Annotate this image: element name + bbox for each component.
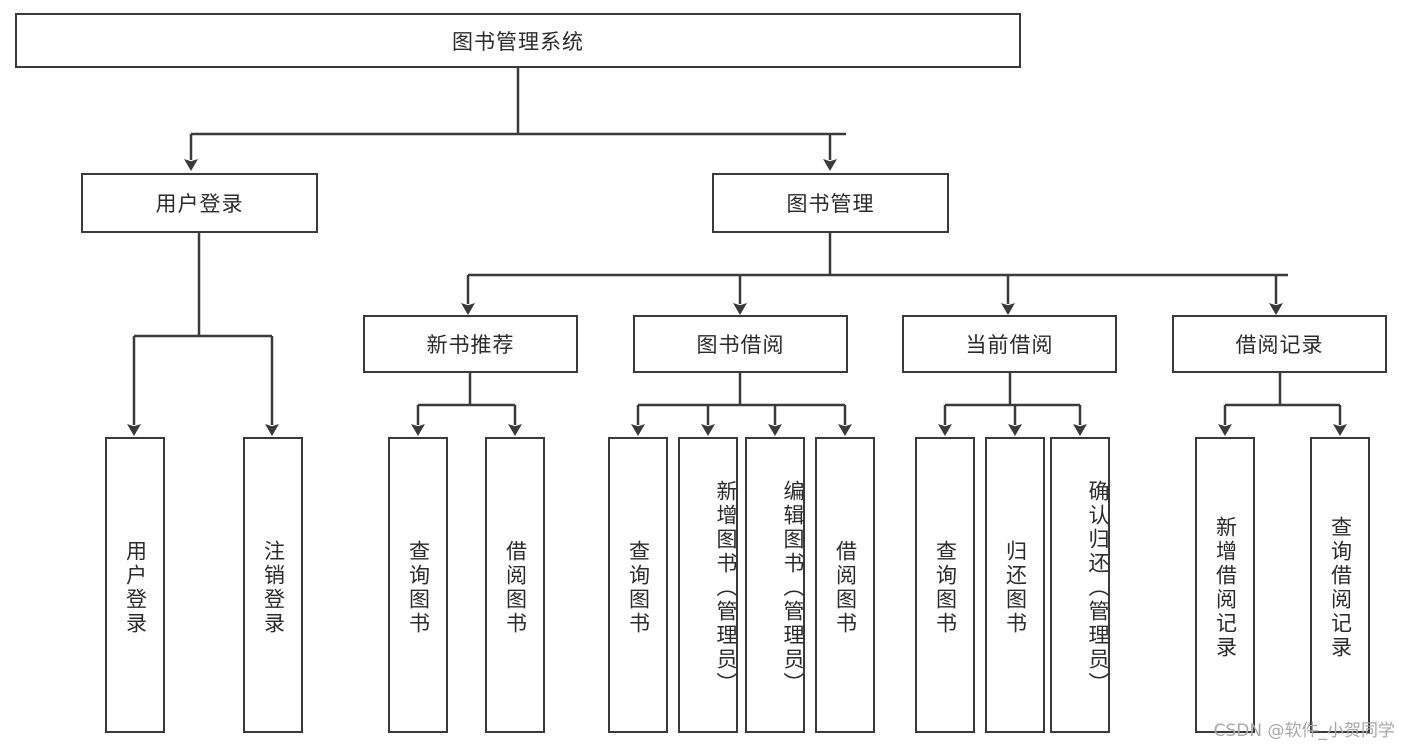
- node-new-book-rec[interactable]: 新书推荐: [363, 315, 578, 373]
- leaf-borrow-book-new[interactable]: 借阅图书: [485, 437, 545, 733]
- leaf-borrow-book[interactable]: 借阅图书: [815, 437, 875, 733]
- node-borrow-record[interactable]: 借阅记录: [1172, 315, 1387, 373]
- leaf-query-book-new[interactable]: 查询图书: [388, 437, 448, 733]
- leaf-user-logout[interactable]: 注销登录: [243, 437, 303, 733]
- leaf-query-book-current[interactable]: 查询图书: [915, 437, 975, 733]
- watermark: CSDN @软件_小贺同学: [1213, 721, 1395, 741]
- node-user-login[interactable]: 用户登录: [81, 173, 318, 233]
- leaf-user-login[interactable]: 用户登录: [105, 437, 165, 733]
- leaf-confirm-return[interactable]: 确认归还（管理员）: [1050, 437, 1110, 733]
- leaf-edit-book[interactable]: 编辑图书（管理员）: [745, 437, 805, 733]
- node-book-borrow[interactable]: 图书借阅: [633, 315, 848, 373]
- node-current-borrow[interactable]: 当前借阅: [902, 315, 1117, 373]
- leaf-add-record[interactable]: 新增借阅记录: [1195, 437, 1255, 733]
- leaf-query-book-borrow[interactable]: 查询图书: [608, 437, 668, 733]
- leaf-return-book[interactable]: 归还图书: [985, 437, 1045, 733]
- leaf-add-book[interactable]: 新增图书（管理员）: [678, 437, 738, 733]
- leaf-query-record[interactable]: 查询借阅记录: [1310, 437, 1370, 733]
- node-root[interactable]: 图书管理系统: [15, 13, 1021, 68]
- node-book-manage[interactable]: 图书管理: [712, 173, 949, 233]
